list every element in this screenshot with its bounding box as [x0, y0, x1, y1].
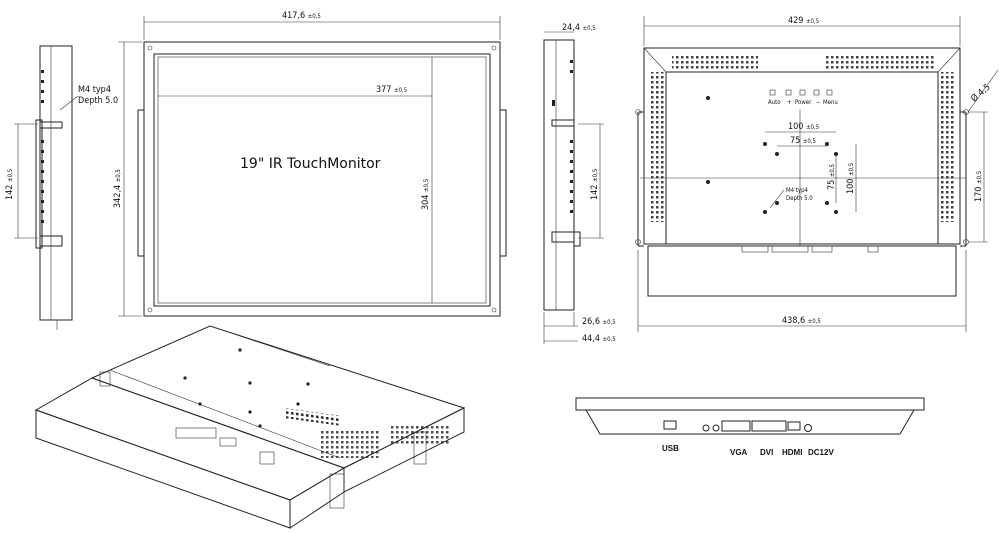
port-dc12v: DC12V: [808, 448, 834, 457]
left-screw-note-1: M4 typ4: [78, 85, 111, 95]
rear-screw-note-1: M4 typ4: [786, 187, 809, 194]
rear-height-170: 170 ±0,5: [974, 171, 984, 202]
front-height-outer: 342,4 ±0,5: [113, 169, 123, 208]
rear-view: Auto + Power − Menu 100 ±0,5 75 ±0,5 75 …: [635, 16, 999, 332]
front-view: 417,6 ±0,5 377 ±0,5 304 ±0,5 342,4 ±0,5 …: [113, 11, 507, 317]
right-depth-bottom-1: 26,6 ±0,5: [582, 317, 616, 327]
front-width-inner: 377 ±0,5: [376, 85, 407, 95]
isometric-view: [34, 325, 466, 529]
right-depth-top: 24,4 ±0,5: [562, 23, 596, 33]
rear-vesa-75: 75 ±0,5: [790, 136, 816, 146]
left-side-view: 142 ±0,5 M4 typ4 Depth 5.0: [5, 45, 118, 330]
rear-vesa-v75: 75 ±0,5: [827, 164, 837, 190]
rear-width-top: 429 ±0,5: [788, 16, 819, 26]
front-height-inner: 304 ±0,5: [421, 179, 431, 210]
left-side-mount-dimension: 142 ±0,5: [5, 169, 15, 200]
left-screw-note-2: Depth 5.0: [78, 96, 118, 106]
right-depth-bottom-2: 44,4 ±0,5: [582, 334, 616, 344]
front-width-outer: 417,6 ±0,5: [282, 11, 321, 21]
rear-hole-diameter: Ø 4,5: [969, 82, 993, 104]
product-title: 19" IR TouchMonitor: [240, 156, 381, 172]
port-dvi: DVI: [760, 448, 773, 457]
rear-screw-note-2: Depth 5.0: [786, 195, 813, 202]
port-usb: USB: [662, 444, 679, 453]
rear-button-minus: −: [816, 99, 821, 106]
rear-width-bottom: 438,6 ±0,5: [782, 316, 821, 326]
rear-button-plus: +: [787, 99, 792, 106]
right-side-view: 24,4 ±0,5 142 ±0,5 26,6 ±0,5 44,4 ±0,5: [543, 23, 616, 344]
rear-vesa-v100: 100 ±0,5: [846, 163, 856, 194]
rear-button-power: Power: [795, 99, 812, 106]
port-hdmi: HDMI: [782, 448, 802, 457]
bottom-view: USB VGA DVI HDMI DC12V: [575, 397, 925, 457]
port-vga: VGA: [730, 448, 748, 457]
rear-button-auto: Auto: [768, 99, 781, 106]
right-side-mount-dimension: 142 ±0,5: [590, 169, 600, 200]
rear-vesa-100: 100 ±0,5: [788, 122, 819, 132]
rear-button-menu: Menu: [823, 99, 838, 106]
